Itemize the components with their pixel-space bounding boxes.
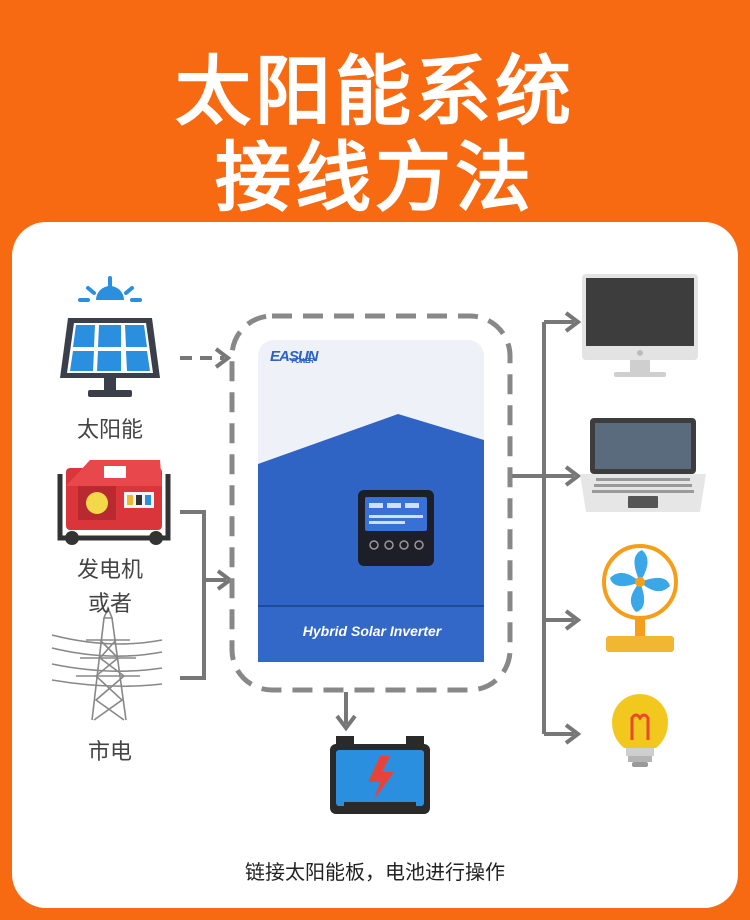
- output-arrows: [512, 311, 582, 745]
- fan-icon: [602, 544, 678, 652]
- battery-arrow: [335, 692, 357, 732]
- light-bulb-icon: [612, 694, 668, 767]
- generator-label: 发电机: [76, 558, 143, 583]
- or-label: 或者: [87, 592, 132, 617]
- power-tower-icon: [51, 605, 163, 721]
- inverter-lcd: [365, 497, 427, 531]
- inverter-buttons: [369, 540, 424, 550]
- laptop-icon: [580, 418, 706, 512]
- inverter-brand-logo: EASUNPOWER: [270, 348, 319, 365]
- footer-caption: 链接太阳能板，电池进行操作: [245, 860, 505, 884]
- solar-panel-icon: [60, 276, 160, 397]
- title-line-1: 太阳能系统: [175, 47, 575, 136]
- inverter-dashed-frame: [229, 313, 513, 693]
- inverter: [258, 340, 484, 662]
- input-arrows: [180, 347, 234, 680]
- inverter-model-label: Hybrid Solar Inverter: [302, 623, 442, 639]
- generator-icon: [57, 460, 171, 545]
- solar-label: 太阳能: [76, 418, 143, 443]
- monitor-icon: [582, 274, 698, 377]
- grid-generator-bracket: [180, 510, 206, 680]
- title-line-2: 接线方法: [215, 133, 535, 222]
- battery-icon: [330, 736, 430, 814]
- grid-label: 市电: [87, 740, 132, 765]
